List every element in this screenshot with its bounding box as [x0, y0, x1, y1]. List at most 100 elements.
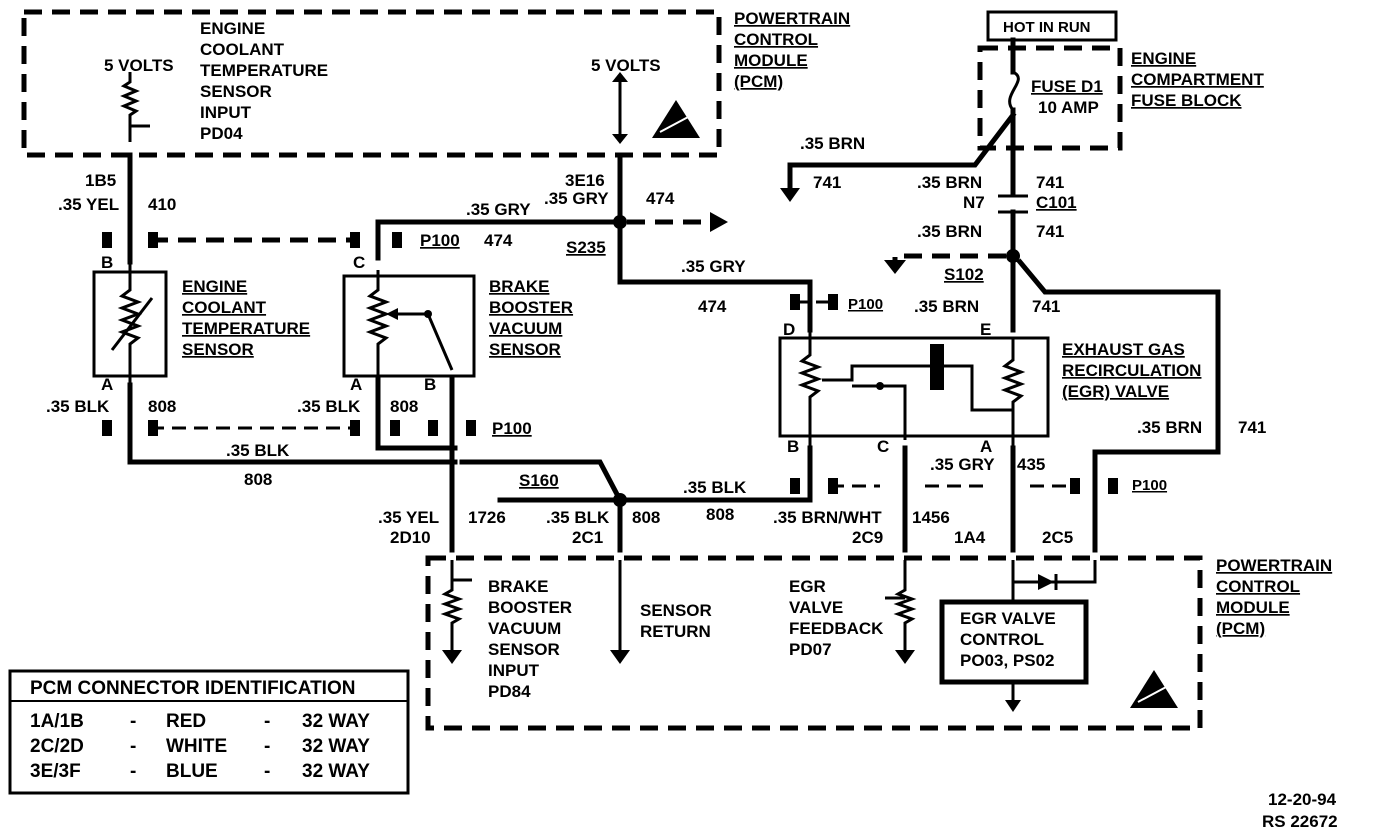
- ect-sensor-label-2: COOLANT: [182, 298, 267, 317]
- label-35brn-d: .35 BRN: [914, 297, 979, 316]
- label-2c1: 2C1: [572, 528, 603, 547]
- bbv-pin-c: C: [353, 253, 365, 272]
- row3-color: BLUE: [166, 761, 218, 782]
- label-808-c: 808: [244, 470, 272, 489]
- label-35blk-b: .35 BLK: [297, 397, 361, 416]
- egr-valve-body: [778, 336, 1050, 438]
- ref-arrow-up-icon: [612, 72, 628, 82]
- label-35blk-e: .35 BLK: [546, 508, 610, 527]
- wire-808-ect-return: [127, 382, 458, 465]
- pcm-bottom-title-1: POWERTRAIN: [1216, 556, 1332, 575]
- label-741-d: 741: [1032, 297, 1060, 316]
- label-s235: S235: [566, 238, 606, 257]
- egr-pin-b: B: [787, 437, 799, 456]
- label-1b5: 1B5: [85, 171, 116, 190]
- row1-sep2: -: [264, 711, 270, 732]
- label-35blk-d: .35 BLK: [683, 478, 747, 497]
- pcm-top-module: 5 VOLTS 5 VOLTS ENGINE COOLANT TEMPERATU…: [21, 9, 850, 158]
- label-474-mid: 474: [484, 231, 513, 250]
- label-p100-3: P100: [492, 419, 532, 438]
- pcm-top-5v-left: 5 VOLTS: [104, 56, 174, 75]
- label-808-e: 808: [632, 508, 660, 527]
- label-808-a: 808: [148, 397, 176, 416]
- ect-sensor: B A ENGINE COOLANT TEMPERATURE SENSOR: [92, 253, 310, 394]
- egr-pin-e: E: [980, 320, 991, 339]
- connector-table-title: PCM CONNECTOR IDENTIFICATION: [30, 678, 355, 699]
- ref-arrow-down-icon: [612, 134, 628, 144]
- label-p100-1: P100: [420, 231, 460, 250]
- egr-feedback-line1: EGR: [789, 577, 826, 596]
- p100-bracket-3: [350, 232, 360, 248]
- pcm-top-title-3: MODULE: [734, 51, 808, 70]
- label-808-b: 808: [390, 397, 418, 416]
- ect-thermistor-icon: [117, 264, 143, 385]
- label-35brn-b: .35 BRN: [917, 173, 982, 192]
- connector-table-frame: [8, 669, 410, 795]
- wire-808-bbv-a: [375, 375, 458, 451]
- row1-sep1: -: [130, 711, 136, 732]
- egr-valve-label-3: (EGR) VALVE: [1062, 382, 1169, 401]
- p100-bracket-4: [392, 232, 402, 248]
- label-808-d: 808: [706, 505, 734, 524]
- bbv-sensor-body: [342, 274, 476, 378]
- ect-input-line5: INPUT: [200, 103, 252, 122]
- bbv-sensor-label-1: BRAKE: [489, 277, 549, 296]
- label-35brn-a: .35 BRN: [800, 134, 865, 153]
- fuse-block: HOT IN RUN FUSE D1 10 AMP ENGINE COMPART…: [977, 10, 1264, 151]
- label-741-a: 741: [813, 173, 841, 192]
- ect-input-line4: SENSOR: [200, 82, 272, 101]
- bbv-input-line3: VACUUM: [488, 619, 561, 638]
- wire-741-s102-dashed-left: [892, 253, 1006, 262]
- label-435: 435: [1017, 455, 1045, 474]
- pcm-bottom-boundary: [425, 555, 1203, 731]
- pcm-top-title-2: CONTROL: [734, 30, 818, 49]
- p100-bracket-15: [1108, 478, 1118, 494]
- bbv-potentiometer-icon: [365, 270, 391, 378]
- egr-diode-path: [1013, 560, 1097, 584]
- ect-input-line1: ENGINE: [200, 19, 265, 38]
- fuse-amperage: 10 AMP: [1038, 98, 1099, 117]
- ect-pin-b: B: [101, 253, 113, 272]
- esd-warning-icon-bottom: [1130, 670, 1178, 708]
- fuse-block-title-2: COMPARTMENT: [1131, 70, 1264, 89]
- egr-valve: D E B C A EXHAUST GAS RECIRCULATION (EGR…: [778, 320, 1201, 456]
- fuse-element-icon: [1008, 70, 1020, 111]
- label-p100-4: P100: [1132, 477, 1167, 494]
- row3-sep2: -: [264, 761, 270, 782]
- bbv-sensor-label-4: SENSOR: [489, 340, 561, 359]
- egr-pin-d: D: [783, 320, 795, 339]
- row3-sep1: -: [130, 761, 136, 782]
- label-474-low: 474: [698, 297, 727, 316]
- label-s160: S160: [519, 471, 559, 490]
- p100-bracket-13: [790, 478, 800, 494]
- ect-sensor-label-1: ENGINE: [182, 277, 247, 296]
- bbv-sensor: C A B BRAKE BOOSTER VACUUM SENSOR: [342, 253, 573, 394]
- bbv-wiper-node: [424, 310, 432, 318]
- label-p100-2: P100: [848, 296, 883, 313]
- egr-feedback-resistor: [893, 560, 917, 650]
- connector-id-table: PCM CONNECTOR IDENTIFICATION 1A/1B - RED…: [8, 669, 410, 795]
- egr-control-line3: PO03, PS02: [960, 651, 1055, 670]
- pcm-top-5v-right: 5 VOLTS: [591, 56, 661, 75]
- connector-brackets: [102, 232, 1118, 494]
- pcm-top-title-1: POWERTRAIN: [734, 9, 850, 28]
- label-n7: N7: [963, 193, 985, 212]
- p100-bracket-1: [102, 232, 112, 248]
- label-2d10: 2D10: [390, 528, 431, 547]
- row1-color: RED: [166, 711, 206, 732]
- egr-position-sensor-icon: [797, 332, 823, 448]
- wire-741-continue-arrow-icon: [780, 188, 800, 202]
- esd-warning-mark-bottom: [1137, 685, 1169, 703]
- bbv-input-line4: SENSOR: [488, 640, 560, 659]
- egr-control-line1: EGR VALVE: [960, 609, 1056, 628]
- p100-bracket-8: [390, 420, 400, 436]
- wire-808-to-s160: [459, 459, 624, 504]
- row1-id: 1A/1B: [30, 711, 84, 732]
- bbv-input-line5: INPUT: [488, 661, 540, 680]
- bbv-input-ground-icon: [442, 650, 462, 664]
- label-35brn-e: .35 BRN: [1137, 418, 1202, 437]
- s102-continue-arrow-icon: [884, 260, 906, 274]
- fuse-block-title-3: FUSE BLOCK: [1131, 91, 1242, 110]
- bbv-input-pull-resistor: [440, 560, 464, 650]
- fuse-block-title-1: ENGINE: [1131, 49, 1196, 68]
